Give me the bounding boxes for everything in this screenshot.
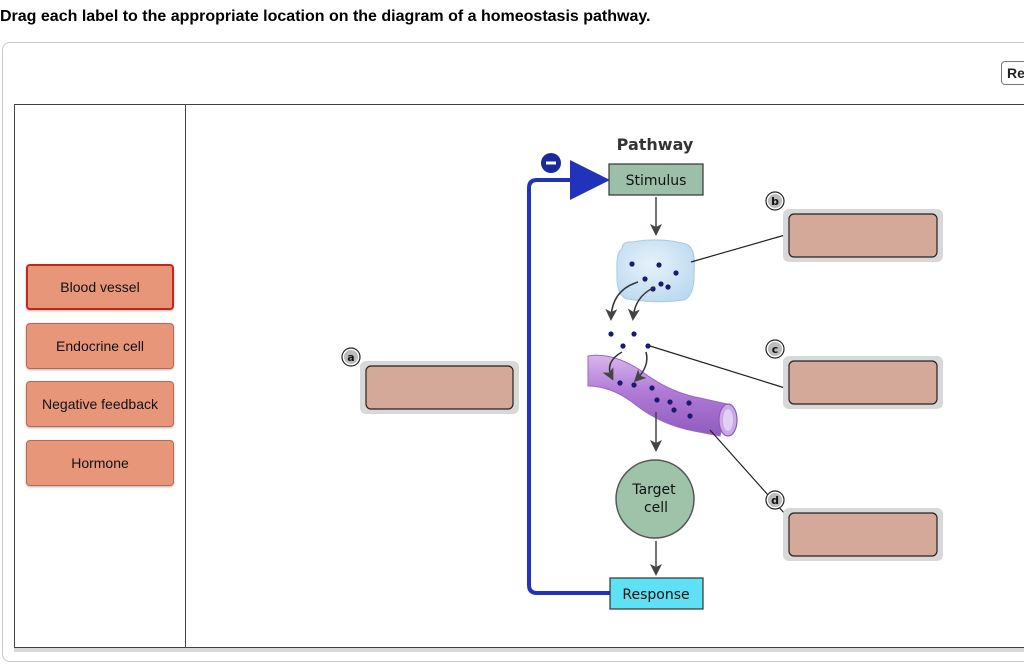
hormone-dots-in-vessel xyxy=(617,380,693,419)
instruction-text: Drag each label to the appropriate locat… xyxy=(0,8,651,25)
target-cell-label-line2: cell xyxy=(644,500,668,516)
secreted-hormone-dots xyxy=(608,331,651,349)
entry-arrow-right xyxy=(633,351,648,383)
svg-text:b: b xyxy=(771,195,779,208)
marker-a: a xyxy=(341,347,361,367)
endocrine-cell-icon xyxy=(616,239,695,303)
secretion-arrow-left xyxy=(605,281,639,321)
secretion-arrow-right xyxy=(627,286,656,321)
drop-zone-a[interactable] xyxy=(360,361,519,414)
target-cell-icon xyxy=(615,459,695,539)
reset-button[interactable]: Re xyxy=(1001,61,1024,85)
response-box xyxy=(609,577,704,610)
drop-zone-c[interactable] xyxy=(783,356,943,409)
label-endocrine-cell[interactable]: Endocrine cell xyxy=(26,323,174,369)
response-label: Response xyxy=(622,587,689,603)
drop-zone-b[interactable] xyxy=(783,209,943,262)
activity-panel xyxy=(2,42,1024,662)
negative-sign-icon xyxy=(541,153,561,173)
feedback-loop-arrow xyxy=(527,160,612,595)
label-blood-vessel[interactable]: Blood vessel xyxy=(26,264,174,310)
svg-text:c: c xyxy=(772,343,779,356)
workspace-shadow xyxy=(14,648,1024,652)
svg-text:d: d xyxy=(771,494,779,507)
stimulus-label: Stimulus xyxy=(626,173,687,189)
target-cell-label-line1: Target xyxy=(631,482,676,498)
drop-zone-d[interactable] xyxy=(783,508,943,561)
svg-text:a: a xyxy=(347,351,354,364)
label-negative-feedback[interactable]: Negative feedback xyxy=(26,381,174,427)
marker-d: d xyxy=(765,490,785,510)
marker-c: c xyxy=(765,339,785,359)
workspace: Blood vessel Endocrine cell Negative fee… xyxy=(14,104,1024,648)
label-hormone[interactable]: Hormone xyxy=(26,440,174,486)
marker-b: b xyxy=(765,191,785,211)
diagram-title: Pathway xyxy=(617,135,694,154)
label-bank: Blood vessel Endocrine cell Negative fee… xyxy=(15,105,186,647)
stimulus-box xyxy=(608,163,704,196)
hormone-dots-in-cell xyxy=(629,261,679,292)
leader-line-b xyxy=(690,234,786,263)
entry-arrow-left xyxy=(602,351,623,381)
leader-line-c xyxy=(649,345,786,389)
